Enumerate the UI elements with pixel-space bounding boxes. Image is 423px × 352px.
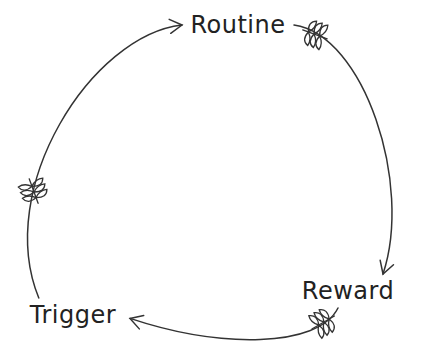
cycle-step: Routine: [182, 8, 294, 42]
arrow-head: [130, 316, 144, 329]
step-label: Reward: [302, 277, 394, 305]
leaf-sprig: [305, 305, 341, 341]
cycle-step: Reward: [298, 274, 398, 308]
cycle-step: Trigger: [16, 298, 130, 332]
cycle-arrow: [294, 25, 392, 274]
step-label: Routine: [190, 11, 285, 39]
step-label: Trigger: [30, 301, 116, 329]
arrow-head: [169, 19, 182, 33]
leaf-sprig: [298, 18, 331, 51]
cycle-arrow: [28, 25, 182, 298]
arrow-head: [380, 260, 393, 274]
cycle-arrow: [130, 308, 338, 340]
